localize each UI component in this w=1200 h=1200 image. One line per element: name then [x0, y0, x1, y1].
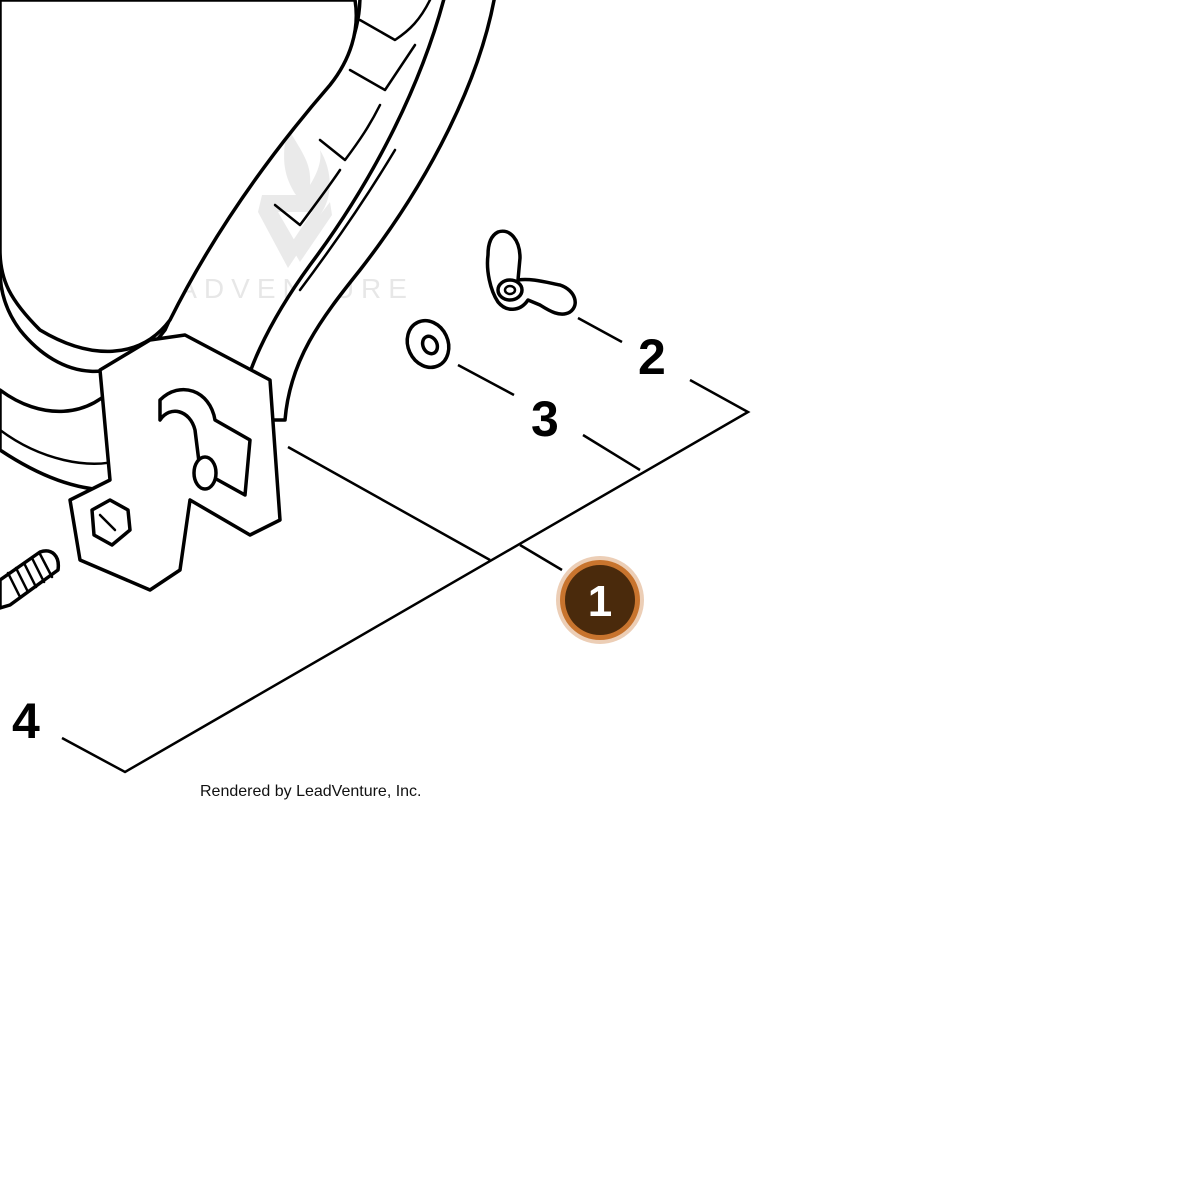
wing-nut-part: [485, 229, 577, 316]
callout-4[interactable]: 4: [12, 693, 40, 749]
hotspot-1[interactable]: 1: [556, 556, 644, 644]
hotspot-1-label: 1: [588, 577, 612, 626]
render-credit: Rendered by LeadVenture, Inc.: [200, 783, 422, 800]
washer-part: [405, 318, 451, 370]
watermark-logo-icon: [258, 128, 332, 268]
callout-3[interactable]: 3: [531, 391, 559, 447]
leader-lines: [61, 316, 751, 774]
callout-2[interactable]: 2: [638, 329, 666, 385]
handle-clamp-part: [0, 0, 496, 592]
threaded-stud-part: [0, 549, 61, 610]
